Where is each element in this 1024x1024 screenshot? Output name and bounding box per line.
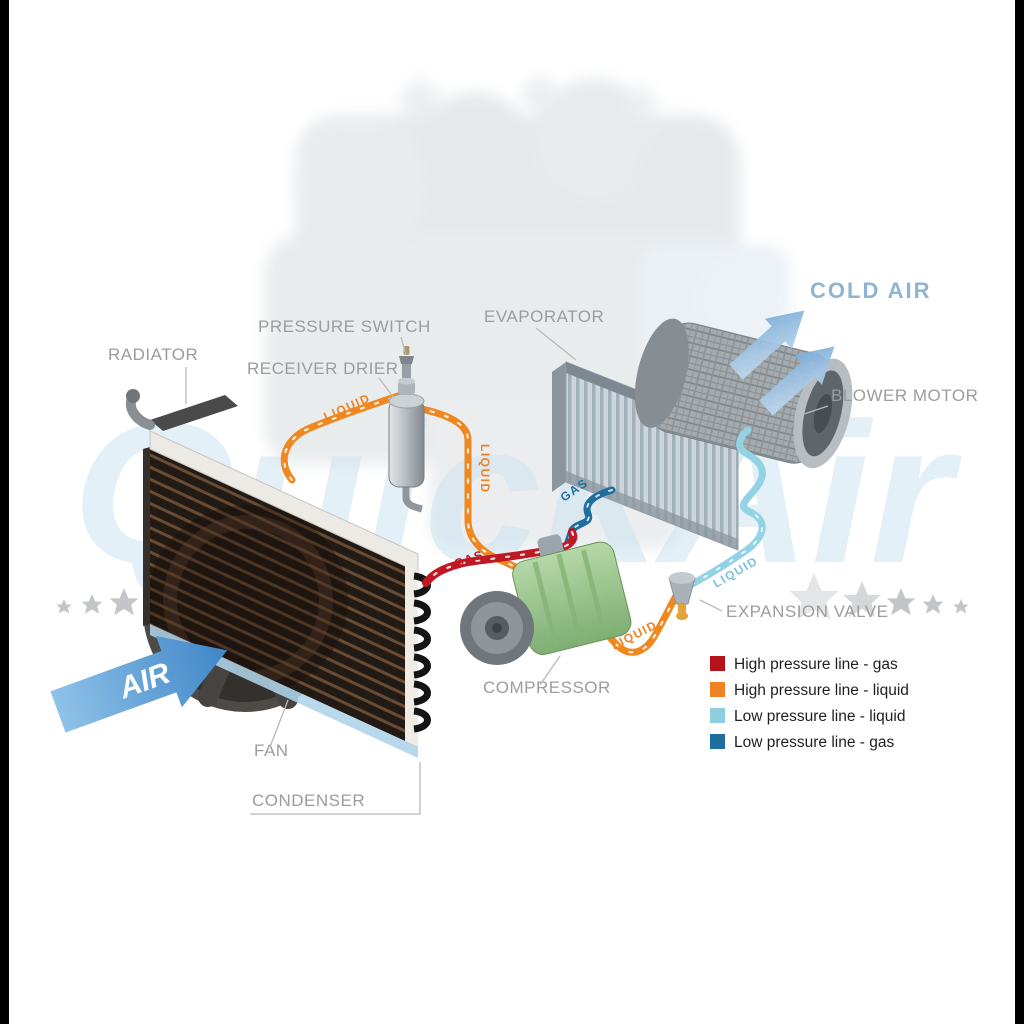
- legend-swatch-hp-liquid: [710, 682, 725, 697]
- blower-motor: [634, 318, 853, 469]
- label-receiver-drier: RECEIVER DRIER: [247, 359, 399, 378]
- label-pressure-switch: PRESSURE SWITCH: [258, 317, 431, 336]
- right-edge-bar: [1015, 0, 1024, 1024]
- pipe-low-pressure-liquid: [674, 426, 766, 596]
- radiator: [126, 389, 238, 431]
- label-expansion-valve: EXPANSION VALVE: [726, 602, 888, 621]
- legend-label-lp-gas: Low pressure line - gas: [734, 734, 894, 751]
- label-compressor: COMPRESSOR: [483, 678, 611, 697]
- condenser-left-edge: [143, 447, 150, 626]
- label-cold-air: COLD AIR: [810, 278, 932, 303]
- condenser-tube-bends: [413, 572, 431, 733]
- legend-label-hp-liquid: High pressure line - liquid: [734, 682, 909, 699]
- compressor-pulley: [460, 591, 534, 665]
- legend-item: High pressure line - liquid: [710, 682, 909, 699]
- expansion-valve: [668, 572, 696, 620]
- legend-item: Low pressure line - gas: [710, 734, 894, 751]
- condenser-fins: [150, 447, 418, 747]
- label-fan: FAN: [254, 741, 289, 760]
- pipe-high-pressure-liquid-a: [280, 392, 402, 484]
- label-radiator: RADIATOR: [108, 345, 198, 364]
- legend-swatch-hp-gas: [710, 656, 725, 671]
- legend-swatch-lp-liquid: [710, 708, 725, 723]
- legend-item: Low pressure line - liquid: [710, 708, 905, 725]
- label-evaporator: EVAPORATOR: [484, 307, 604, 326]
- legend-item: High pressure line - gas: [710, 656, 898, 673]
- label-blower-motor: BLOWER MOTOR: [831, 386, 978, 405]
- left-edge-bar: [0, 0, 9, 1024]
- legend-swatch-lp-gas: [710, 734, 725, 749]
- receiver-drier: [388, 346, 425, 513]
- labels: RADIATOR PRESSURE SWITCH RECEIVER DRIER …: [108, 278, 978, 815]
- condenser: [143, 430, 431, 758]
- liquid-label-2: LIQUID: [478, 444, 492, 494]
- compressor: [460, 534, 632, 665]
- label-condenser: CONDENSER: [252, 791, 365, 810]
- legend-label-lp-liquid: Low pressure line - liquid: [734, 708, 905, 725]
- legend: High pressure line - gas High pressure l…: [710, 656, 909, 751]
- legend-label-hp-gas: High pressure line - gas: [734, 656, 898, 673]
